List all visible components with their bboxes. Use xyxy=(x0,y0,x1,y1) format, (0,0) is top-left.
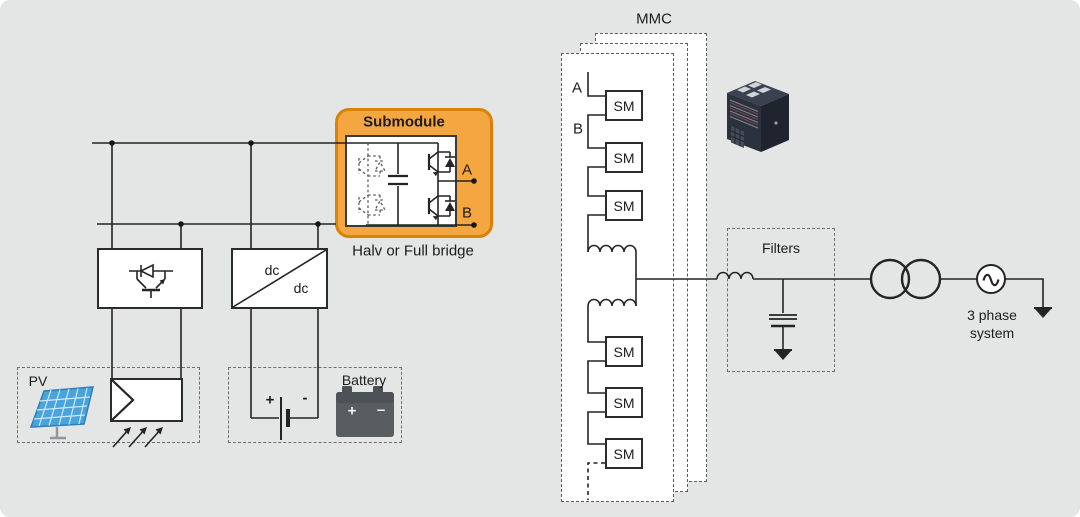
sm-cell-6: SM xyxy=(605,438,643,469)
dcdc-converter-box xyxy=(231,248,328,309)
submodule-circuit-box xyxy=(345,135,457,227)
pv-group-box xyxy=(17,367,200,443)
sm-cell-2: SM xyxy=(605,142,643,173)
pv-symbol-box xyxy=(110,378,183,422)
mmc-phase-box-front xyxy=(561,53,674,502)
sm-cell-5: SM xyxy=(605,387,643,418)
sm-cell-1: SM xyxy=(605,90,643,121)
battery-group-box xyxy=(228,367,402,443)
filters-group-box xyxy=(727,228,835,372)
igbt-converter-box xyxy=(97,248,203,309)
sm-cell-3: SM xyxy=(605,190,643,221)
sm-cell-4: SM xyxy=(605,336,643,367)
